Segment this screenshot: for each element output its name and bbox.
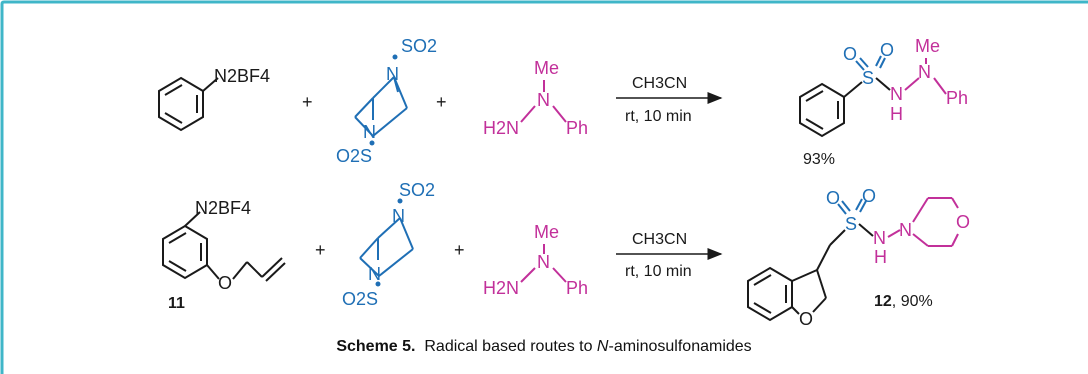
dabso-n-top: N bbox=[392, 206, 405, 226]
dabso-structure bbox=[359, 217, 414, 277]
diazonium-label: N2BF4 bbox=[195, 198, 251, 218]
caption-text-after: -aminosulfonamides bbox=[608, 338, 752, 355]
product-nh-n: N bbox=[890, 84, 903, 104]
caption-text-before: Radical based routes to bbox=[415, 338, 597, 355]
caption-label: Scheme 5. bbox=[336, 338, 416, 355]
conditions-time: rt, 10 min bbox=[625, 263, 692, 280]
product-ph: Ph bbox=[946, 88, 968, 108]
product-o-left: O bbox=[843, 44, 857, 64]
sulfonyl-hydrazide-product bbox=[799, 81, 863, 138]
plus-sign: + bbox=[436, 92, 447, 112]
compound-12-label: 12, 90% bbox=[874, 293, 933, 310]
ether-oxygen: O bbox=[218, 273, 232, 293]
hydrazine-ph: Ph bbox=[566, 278, 588, 298]
product-nh-n: N bbox=[873, 228, 886, 248]
dabso-so2-top: SO2 bbox=[399, 180, 435, 200]
morpholine-n: N bbox=[899, 220, 912, 240]
morpholine-ring bbox=[912, 197, 959, 247]
dabso-n-bottom: N bbox=[368, 264, 381, 284]
dihydrobenzofuran-product bbox=[747, 229, 846, 322]
hydrazine-ph: Ph bbox=[566, 118, 588, 138]
product-me: Me bbox=[915, 36, 940, 56]
conditions-time: rt, 10 min bbox=[625, 108, 692, 125]
plus-sign: + bbox=[454, 240, 465, 260]
dabso-structure bbox=[354, 76, 408, 137]
plus-sign: + bbox=[302, 92, 313, 112]
product-o-left: O bbox=[826, 188, 840, 208]
hydrazine-n: N bbox=[537, 90, 550, 110]
product-o-right: O bbox=[880, 40, 894, 60]
dabso-n-bottom: N bbox=[363, 122, 376, 142]
conditions-solvent: CH3CN bbox=[632, 231, 687, 248]
furan-oxygen: O bbox=[799, 309, 813, 329]
product-s: S bbox=[845, 214, 857, 234]
product-nh-h: H bbox=[890, 104, 903, 124]
hydrazine-h2n: H2N bbox=[483, 118, 519, 138]
dabso-o2s-bottom: O2S bbox=[342, 289, 378, 309]
product-o-right: O bbox=[862, 186, 876, 206]
benzenediazonium-structure bbox=[158, 76, 219, 132]
hydrazine-me: Me bbox=[534, 58, 559, 78]
product-n-me: N bbox=[918, 62, 931, 82]
compound-11-label: 11 bbox=[168, 295, 185, 312]
product-yield: 93% bbox=[803, 151, 835, 168]
dabso-n-top: N bbox=[386, 64, 399, 84]
allyloxy-diazonium-structure bbox=[162, 211, 286, 282]
caption-italic: N bbox=[596, 338, 609, 355]
product-s: S bbox=[862, 68, 874, 88]
hydrazine-n: N bbox=[537, 252, 550, 272]
diazonium-label: N2BF4 bbox=[214, 66, 270, 86]
hydrazine-h2n: H2N bbox=[483, 278, 519, 298]
product-nh-h: H bbox=[874, 247, 887, 267]
morpholine-oxygen: O bbox=[956, 212, 970, 232]
dabso-so2-top: SO2 bbox=[401, 36, 437, 56]
plus-sign: + bbox=[315, 240, 326, 260]
conditions-solvent: CH3CN bbox=[632, 75, 687, 92]
hydrazine-me: Me bbox=[534, 222, 559, 242]
scheme-caption: Scheme 5. Radical based routes to N-amin… bbox=[0, 338, 1088, 356]
dabso-o2s-bottom: O2S bbox=[336, 146, 372, 166]
